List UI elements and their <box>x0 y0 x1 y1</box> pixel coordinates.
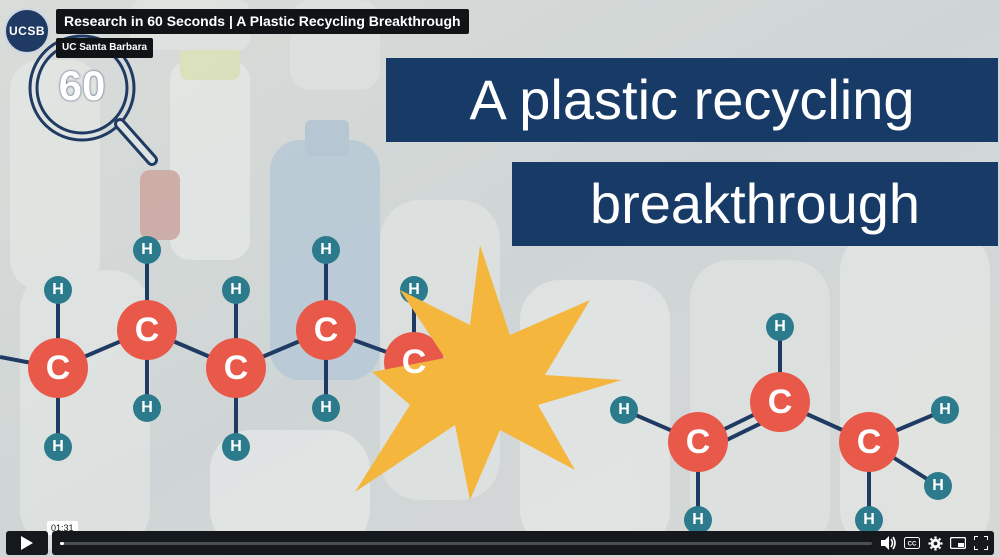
hydrogen-atom <box>222 433 250 461</box>
carbon-atom-label: C <box>685 423 711 461</box>
channel-name[interactable]: UC Santa Barbara <box>56 38 154 58</box>
hydrogen-atom <box>312 394 340 422</box>
fullscreen-icon <box>974 536 988 550</box>
play-icon <box>21 536 33 550</box>
hydrogen-atom <box>44 276 72 304</box>
carbon-atom-label: C <box>856 423 882 461</box>
hydrogen-atom-label: H <box>52 281 64 298</box>
carbon-atom-label: C <box>401 343 427 381</box>
slide-title-line1: A plastic recycling <box>386 58 998 142</box>
reaction-burst <box>355 245 622 500</box>
magnifier-icon <box>28 34 158 166</box>
hydrogen-atom-label: H <box>863 511 875 528</box>
hydrogen-atom <box>312 236 340 264</box>
carbon-atom <box>206 338 266 398</box>
play-button[interactable] <box>6 531 48 555</box>
progress-bar-container: CC <box>52 531 994 555</box>
carbon-atom <box>750 372 810 432</box>
pip-icon <box>950 537 966 549</box>
hydrogen-atom <box>133 394 161 422</box>
hydrogen-atom-label: H <box>141 241 153 258</box>
picture-in-picture-button[interactable] <box>949 534 967 552</box>
hydrogen-atom-label: H <box>52 438 64 455</box>
carbon-atom <box>28 338 88 398</box>
hydrogen-atom-label: H <box>320 399 332 416</box>
hydrogen-atom <box>766 313 794 341</box>
carbon-atom-label: C <box>134 311 160 349</box>
video-title[interactable]: Research in 60 Seconds | A Plastic Recyc… <box>56 9 469 34</box>
carbon-atom <box>668 412 728 472</box>
hydrogen-atom-label: H <box>692 511 704 528</box>
channel-avatar[interactable]: UCSB <box>4 8 50 54</box>
hydrogen-atom-label: H <box>320 241 332 258</box>
hydrogen-atom <box>855 506 883 534</box>
progress-fill <box>60 542 65 545</box>
hydrogen-atom-label: H <box>141 399 153 416</box>
hydrogen-atom-label: H <box>618 401 630 418</box>
carbon-atom-label: C <box>223 349 249 387</box>
progress-bar[interactable] <box>60 542 872 545</box>
series-number: 60 <box>58 62 106 109</box>
hydrogen-atom-label: H <box>230 281 242 298</box>
carbon-atom <box>296 300 356 360</box>
volume-icon <box>881 536 896 550</box>
carbon-atom-label: C <box>767 383 793 421</box>
hydrogen-atom <box>133 236 161 264</box>
hydrogen-atom <box>44 433 72 461</box>
hydrogen-atom <box>222 276 250 304</box>
player-controls: CC <box>6 531 994 555</box>
settings-button[interactable] <box>926 534 944 552</box>
carbon-atom <box>117 300 177 360</box>
hydrogen-atom-label: H <box>774 318 786 335</box>
gear-icon <box>927 535 943 551</box>
captions-button[interactable]: CC <box>903 534 921 552</box>
hydrogen-atom <box>610 396 638 424</box>
carbon-atom-label: C <box>313 311 339 349</box>
hydrogen-atom-label: H <box>230 438 242 455</box>
hydrogen-atom <box>931 396 959 424</box>
captions-icon: CC <box>904 537 920 549</box>
carbon-atom <box>839 412 899 472</box>
hydrogen-atom-label: H <box>932 477 944 494</box>
fullscreen-button[interactable] <box>972 534 990 552</box>
hydrogen-atom-label: H <box>408 281 420 298</box>
volume-button[interactable] <box>880 534 898 552</box>
hydrogen-atom-label: H <box>939 401 951 418</box>
carbon-atom-label: C <box>45 349 71 387</box>
slide-title-line2: breakthrough <box>512 162 998 246</box>
hydrogen-atom <box>684 506 712 534</box>
svg-text:CC: CC <box>908 542 917 548</box>
hydrogen-atom <box>924 472 952 500</box>
